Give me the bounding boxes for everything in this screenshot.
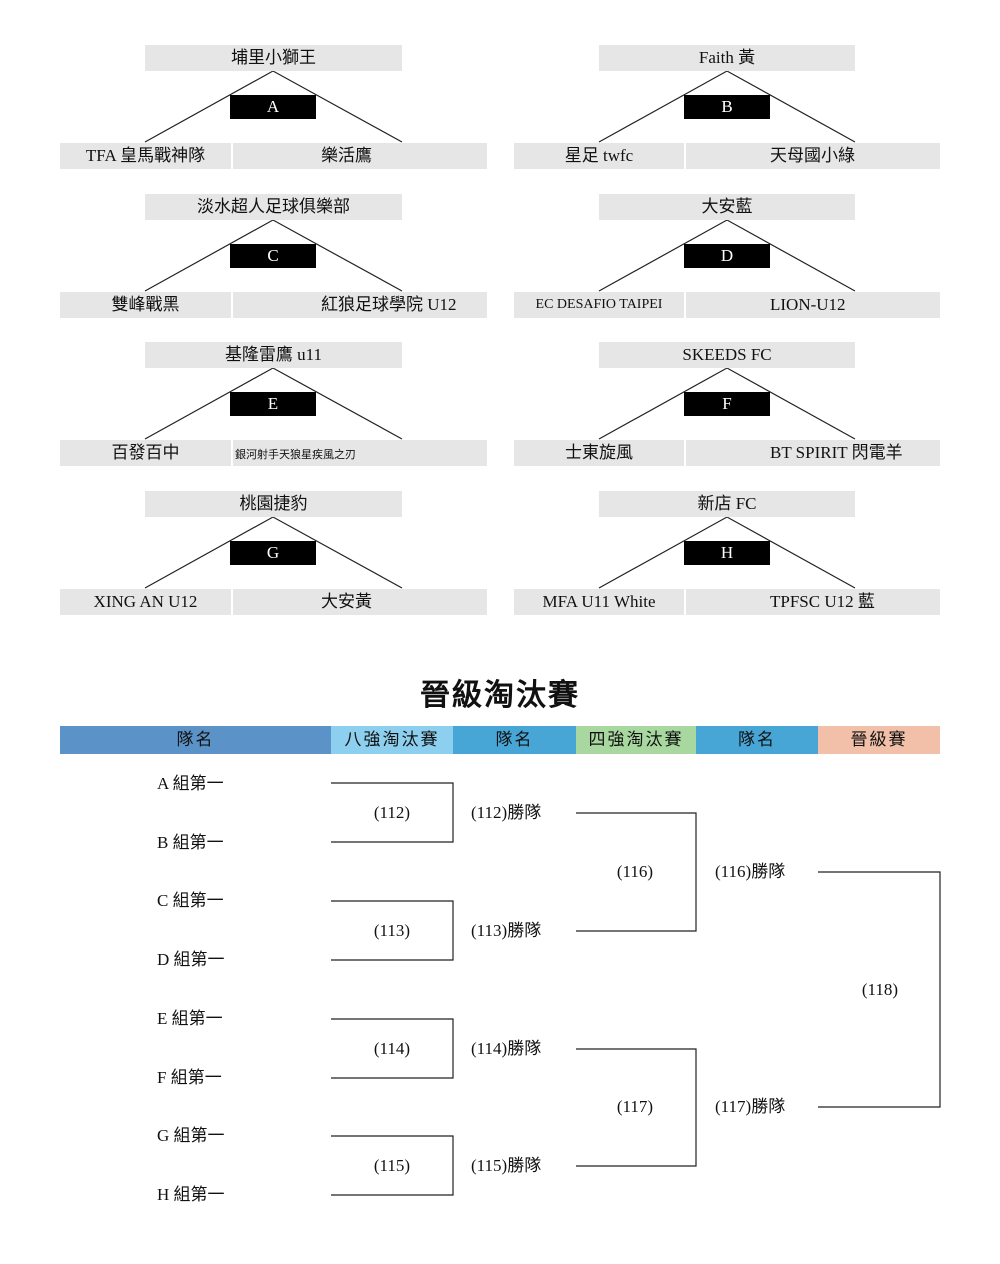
group-label: A	[230, 95, 316, 119]
group-top-team: 基隆雷鷹 u11	[145, 342, 402, 368]
seed-g: G 組第一	[157, 1126, 225, 1145]
winner-112: (112)勝隊	[471, 803, 542, 822]
header-cell: 四強淘汰賽	[576, 726, 696, 754]
match-117: (117)	[616, 1097, 654, 1116]
seed-h: H 組第一	[157, 1185, 225, 1204]
winner-113: (113)勝隊	[471, 921, 542, 940]
header-cell: 隊名	[696, 726, 818, 754]
group-right-team: TPFSC U12 藍	[686, 589, 940, 615]
group-triangle	[598, 219, 856, 292]
group-right-team: 大安黃	[233, 589, 487, 615]
group-right-team: 樂活鷹	[233, 143, 487, 169]
group-left-team: 百發百中	[60, 440, 231, 466]
group-left-team: EC DESAFIO TAIPEI	[514, 292, 684, 318]
bracket-sf-117	[576, 1048, 697, 1167]
group-label: H	[684, 541, 770, 565]
winner-116: (116)勝隊	[715, 862, 786, 881]
match-116: (116)	[616, 862, 654, 881]
group-right-team: BT SPIRIT 閃電羊	[686, 440, 940, 466]
knockout-title: 晉級淘汰賽	[420, 679, 580, 712]
bracket-qf-112	[331, 782, 454, 843]
group-left-team: XING AN U12	[60, 589, 231, 615]
match-115: (115)	[373, 1156, 411, 1175]
seed-b: B 組第一	[157, 833, 224, 852]
seed-a: A 組第一	[157, 774, 224, 793]
group-top-team: Faith 黃	[599, 45, 855, 71]
group-left-team: 星足 twfc	[514, 143, 684, 169]
group-top-team: 桃園捷豹	[145, 491, 402, 517]
group-right-team: LION-U12	[686, 292, 940, 318]
seed-c: C 組第一	[157, 891, 224, 910]
group-triangle	[598, 70, 856, 143]
bracket-final-118	[818, 871, 941, 1108]
group-triangle	[144, 516, 403, 589]
group-left-team: MFA U11 White	[514, 589, 684, 615]
group-left-team: 雙峰戰黑	[60, 292, 231, 318]
match-112: (112)	[373, 803, 411, 822]
seed-f: F 組第一	[157, 1068, 222, 1087]
seed-d: D 組第一	[157, 950, 225, 969]
bracket-qf-113	[331, 900, 454, 961]
group-right-team: 銀河射手天狼星疾風之刃	[233, 440, 487, 466]
group-top-team: SKEEDS FC	[599, 342, 855, 368]
group-top-team: 埔里小獅王	[145, 45, 402, 71]
header-cell: 隊名	[60, 726, 331, 754]
group-label: B	[684, 95, 770, 119]
group-triangle	[144, 70, 403, 143]
winner-115: (115)勝隊	[471, 1156, 542, 1175]
header-cell: 八強淘汰賽	[331, 726, 453, 754]
match-114: (114)	[373, 1039, 411, 1058]
bracket-qf-114	[331, 1018, 454, 1079]
group-top-team: 大安藍	[599, 194, 855, 220]
group-label: C	[230, 244, 316, 268]
group-triangle	[144, 219, 403, 292]
group-label: D	[684, 244, 770, 268]
group-left-team: TFA 皇馬戰神隊	[60, 143, 231, 169]
group-top-team: 新店 FC	[599, 491, 855, 517]
group-triangle	[598, 516, 856, 589]
group-triangle	[598, 367, 856, 440]
winner-114: (114)勝隊	[471, 1039, 542, 1058]
winner-117: (117)勝隊	[715, 1097, 786, 1116]
group-right-team: 紅狼足球學院 U12	[233, 292, 487, 318]
bracket-sf-116	[576, 812, 697, 932]
bracket-qf-115	[331, 1135, 454, 1196]
match-118: (118)	[861, 980, 899, 999]
group-triangle	[144, 367, 403, 440]
header-cell: 隊名	[453, 726, 576, 754]
group-left-team: 士東旋風	[514, 440, 684, 466]
group-right-team: 天母國小綠	[686, 143, 940, 169]
group-label: F	[684, 392, 770, 416]
group-label: E	[230, 392, 316, 416]
group-top-team: 淡水超人足球俱樂部	[145, 194, 402, 220]
match-113: (113)	[373, 921, 411, 940]
header-cell: 晉級賽	[818, 726, 940, 754]
group-label: G	[230, 541, 316, 565]
seed-e: E 組第一	[157, 1009, 223, 1028]
